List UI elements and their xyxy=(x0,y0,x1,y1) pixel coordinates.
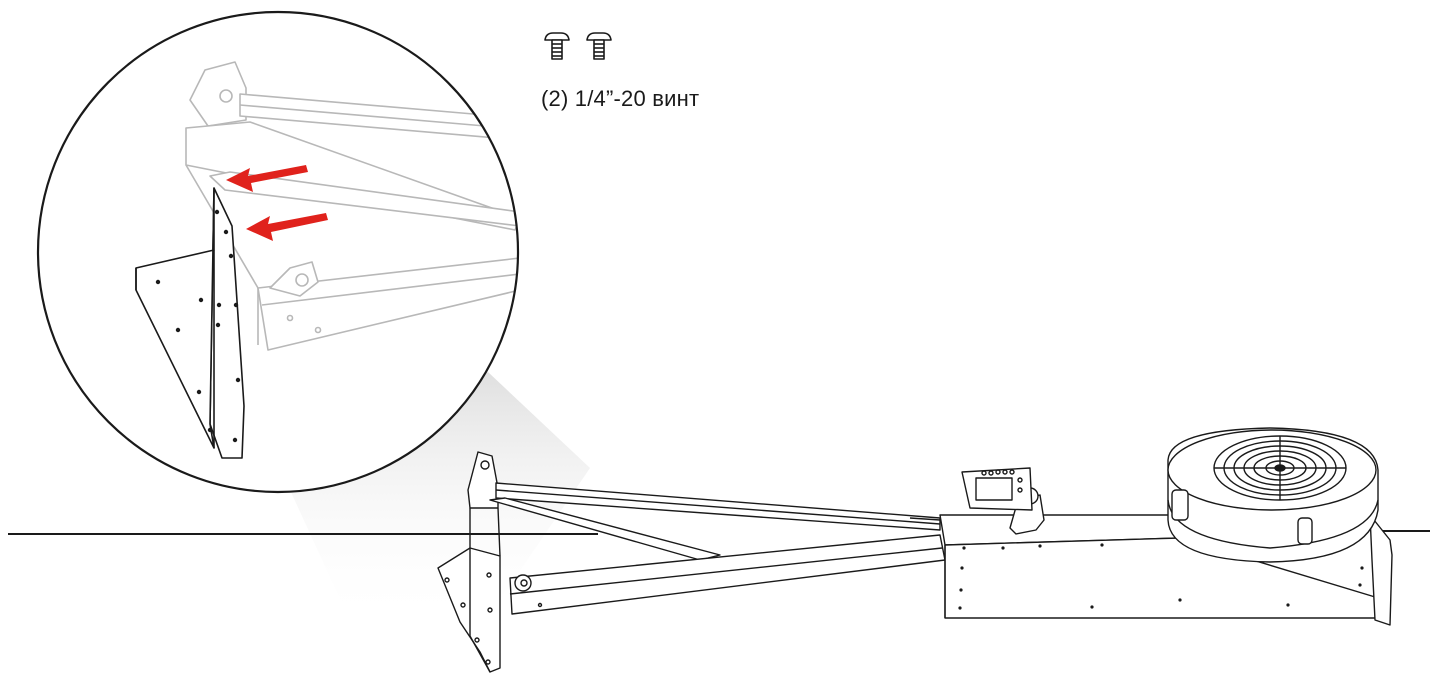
front-leg xyxy=(437,547,501,673)
zoom-faded-frame xyxy=(185,61,518,351)
rear-leg xyxy=(1369,514,1393,626)
flywheel-housing xyxy=(1167,427,1379,563)
arrow-icon xyxy=(226,165,328,241)
diagonal-brace xyxy=(489,497,721,561)
rower-machine xyxy=(437,427,1393,673)
zoom-detail xyxy=(36,10,520,494)
zoom-bracket xyxy=(135,187,245,459)
monitor xyxy=(961,467,1045,535)
zoom-beam xyxy=(290,372,590,625)
hardware-label: (2) 1/4”-20 винт xyxy=(541,86,700,111)
monorail-beam xyxy=(939,514,1386,619)
screw-icon xyxy=(586,32,612,60)
lower-rail xyxy=(509,534,946,615)
screw-icon-group xyxy=(544,32,612,60)
upper-rail xyxy=(495,482,941,531)
screw-icon xyxy=(544,32,570,60)
